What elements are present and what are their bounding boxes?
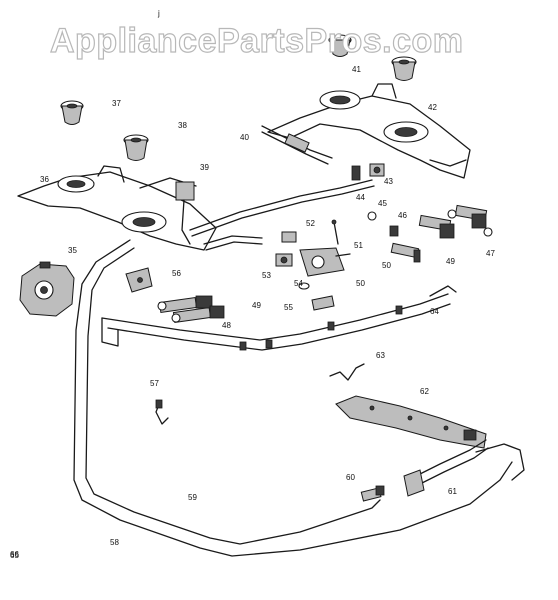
callout-66: 66 [10,550,19,559]
callout-63: 63 [376,351,385,360]
valve-49-50-right [418,204,493,239]
fitting-48 [389,225,399,237]
callout-49: 49 [252,301,261,310]
burner-cap-37 [60,100,84,125]
callout-52: 52 [306,219,315,228]
manifold-66 [101,285,457,351]
callout-48: 48 [222,321,231,330]
burner-tube-40 [261,125,333,165]
orifice-43 [369,163,385,177]
valve-39 [139,177,197,245]
stray-mark: j [157,9,160,18]
callout-60: 60 [346,473,355,482]
oven-tube-63 [403,439,489,497]
callout-41: 41 [352,65,361,74]
oven-burner-64 [335,395,487,449]
callout-53: 53 [262,271,271,280]
callout-58: 58 [110,538,119,547]
fitting-55 [275,253,293,267]
callout-65: 65 [10,551,19,560]
callout-59: 59 [188,493,197,502]
callout-51: 51 [354,241,363,250]
fitting-47 [367,211,377,221]
screw-53 [331,219,339,245]
gas-tube-60 [73,239,513,557]
manifold-tube-46 [189,179,375,251]
callout-57: 57 [150,379,159,388]
callout-35: 35 [68,246,77,255]
fitting-54 [281,231,297,243]
orifice-44 [351,165,361,181]
callout-61: 61 [448,487,457,496]
callout-47: 47 [486,249,495,258]
nut-56 [298,282,310,290]
spark-electrode-51 [390,242,421,263]
callout-56: 56 [172,269,181,278]
burner-cap-top-center [328,34,352,57]
callout-64: 64 [430,307,439,316]
bracket-59 [155,399,169,425]
callout-40: 40 [240,133,249,142]
callout-39: 39 [200,163,209,172]
bracket-58 [125,267,153,293]
callout-42: 42 [428,103,437,112]
callout-50: 50 [382,261,391,270]
callout-50: 50 [356,279,365,288]
callout-44: 44 [356,193,365,202]
fitting-62 [360,485,385,502]
callout-46: 46 [398,211,407,220]
gas-tube-end [475,443,525,481]
callout-49: 49 [446,257,455,266]
callout-62: 62 [420,387,429,396]
callout-54: 54 [294,279,303,288]
valve-52 [299,247,351,277]
callout-layer: 35 36 37 38 39 40 41 42 43 44 45 46 47 48 49 49 50 50 51 52… [10,65,495,560]
clip-57 [311,295,335,311]
burner-assembly-left [17,165,217,251]
valve-pair-left [157,295,225,324]
callout-37: 37 [112,99,121,108]
clip-65 [329,363,365,381]
pressure-regulator-35 [19,261,75,317]
callout-36: 36 [40,175,49,184]
callout-38: 38 [178,121,187,130]
burner-assembly-right [267,83,471,179]
callout-55: 55 [284,303,293,312]
callout-45: 45 [378,199,387,208]
burner-cap-top-right [391,56,417,81]
watermark: AppliancePartsPros.com [50,22,463,60]
callout-43: 43 [384,177,393,186]
burner-cap-38 [123,134,149,161]
gas-tube-61 [85,247,381,545]
